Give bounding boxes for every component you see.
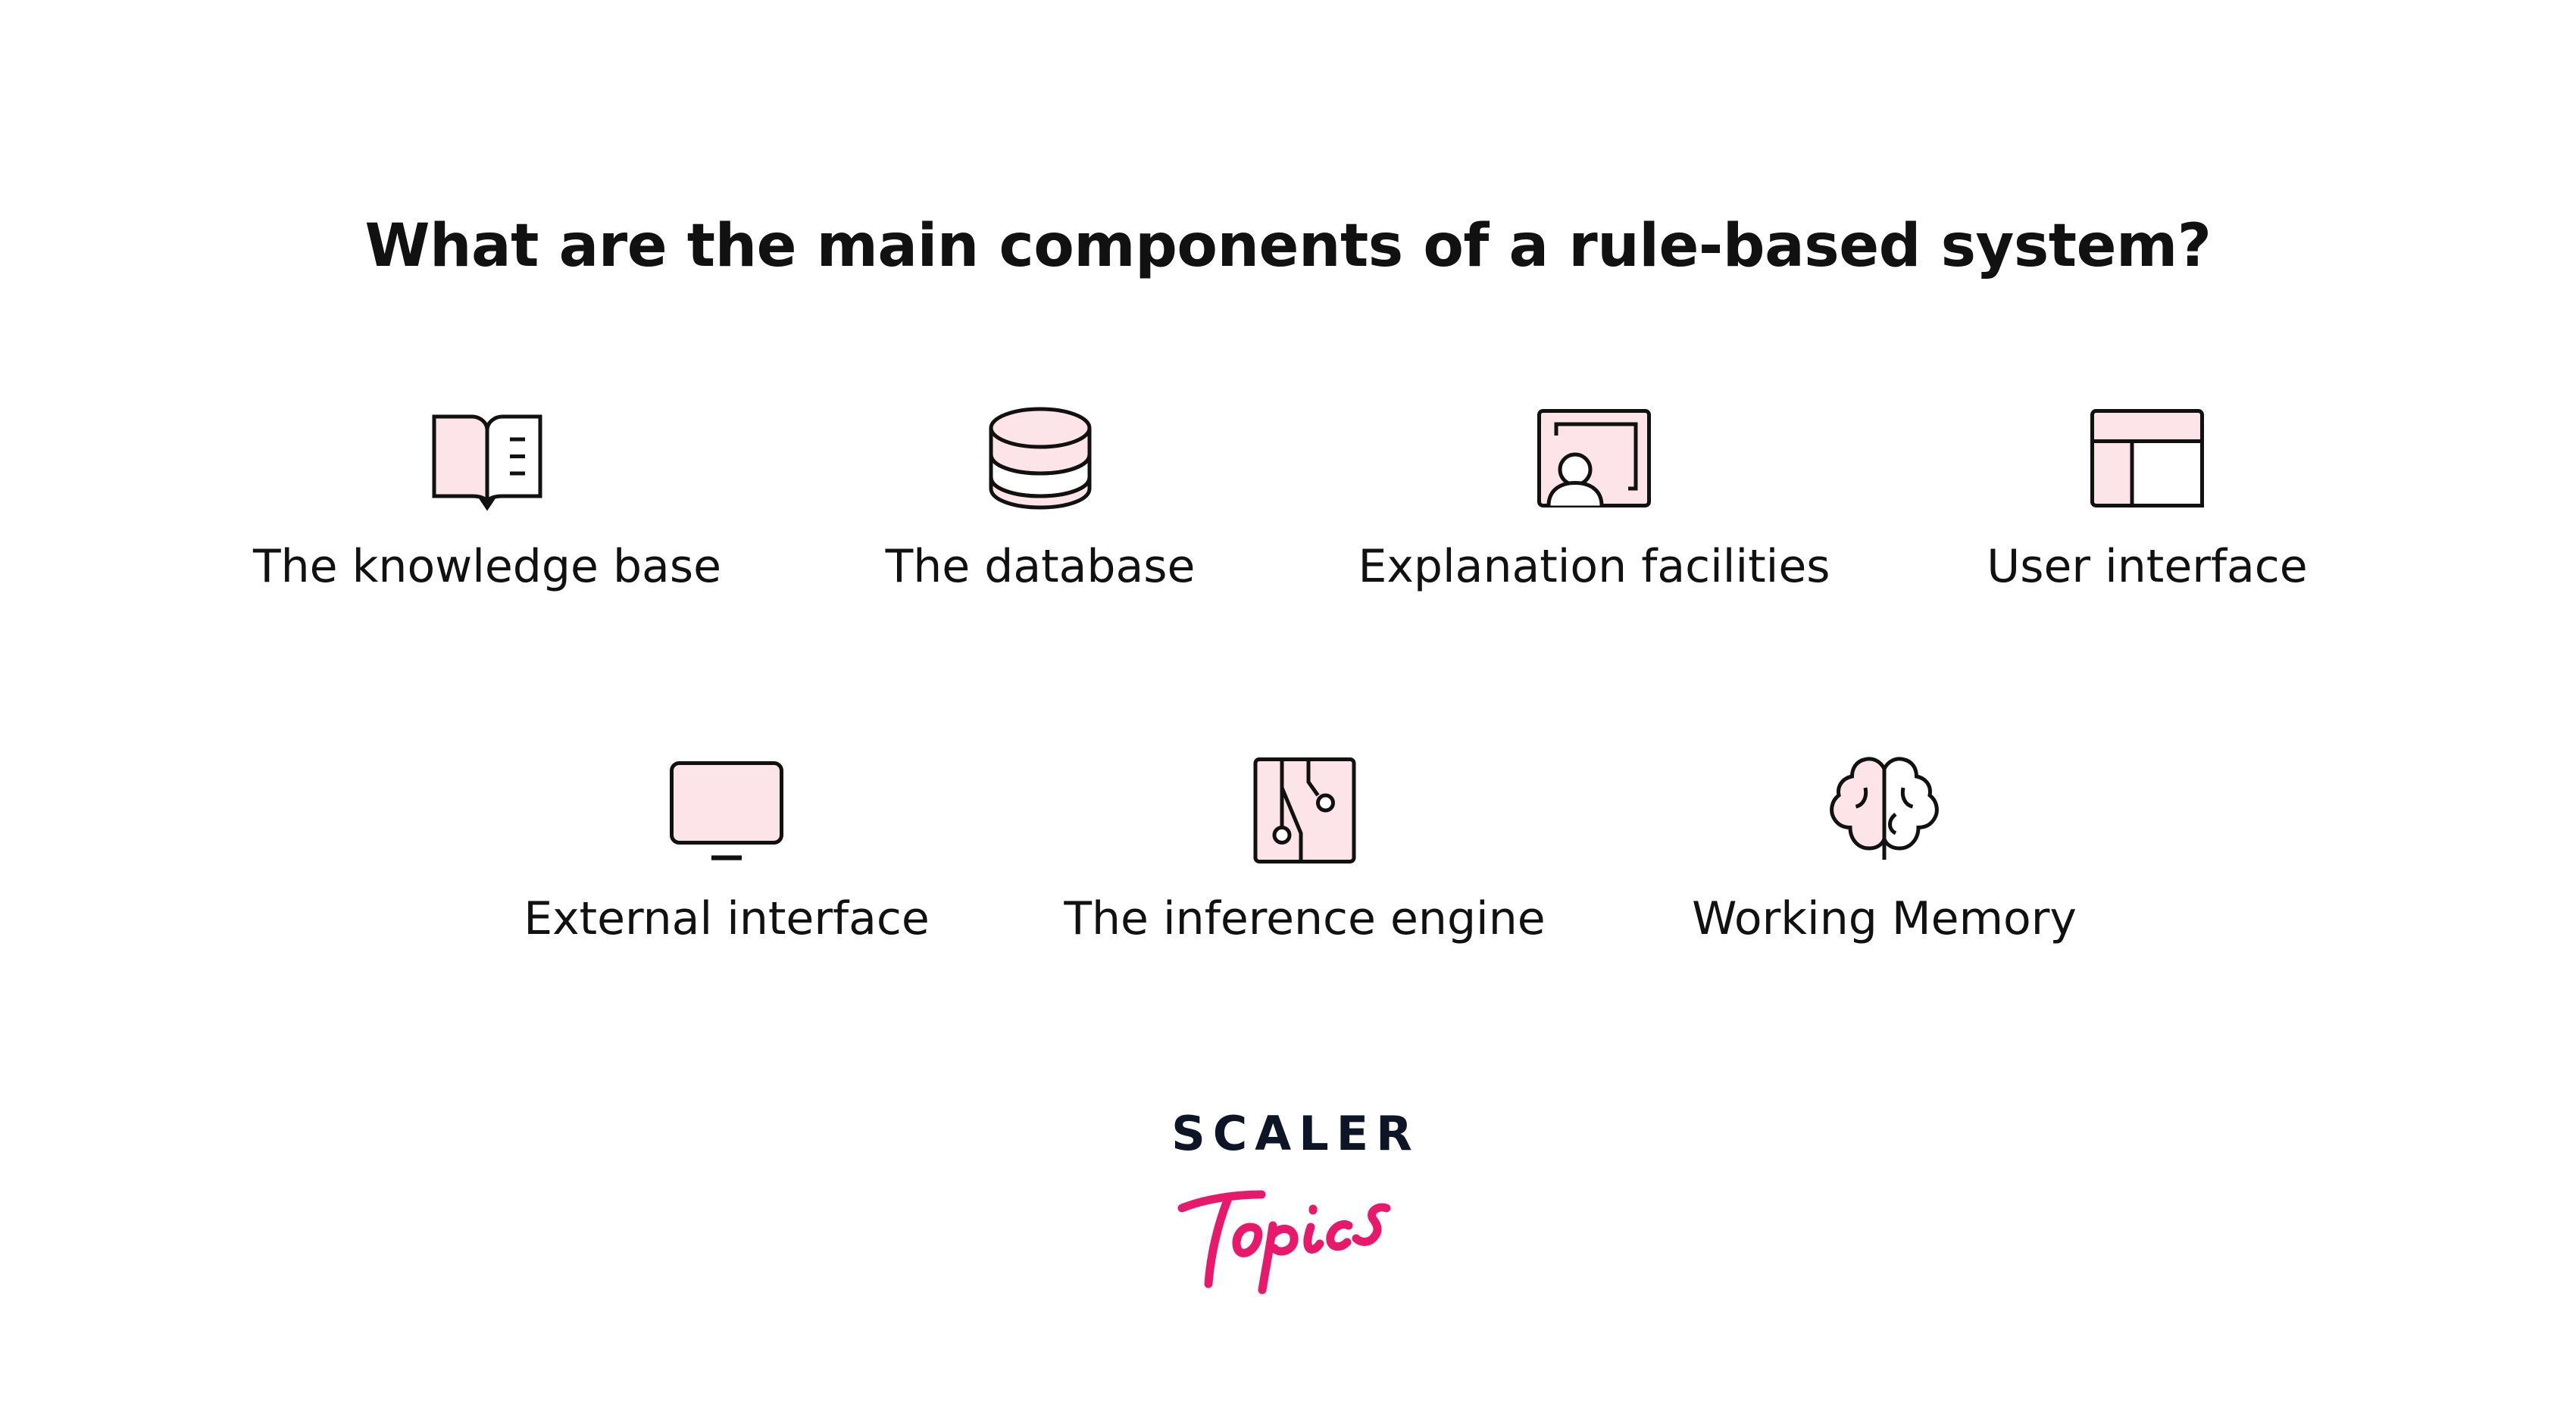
brain-icon bbox=[1830, 757, 1939, 871]
circuit-icon bbox=[1253, 757, 1356, 863]
component-label: The database bbox=[885, 540, 1196, 593]
logo-brand: SCALER bbox=[1171, 1106, 1420, 1161]
component-label: The inference engine bbox=[1064, 892, 1546, 945]
component-label: Working Memory bbox=[1692, 892, 2077, 945]
scaler-topics-logo: SCALER bbox=[1167, 1091, 1424, 1295]
book-icon bbox=[432, 414, 542, 511]
component-label: User interface bbox=[1987, 540, 2308, 593]
component-label: External interface bbox=[524, 892, 930, 945]
presentation-icon bbox=[1537, 409, 1651, 507]
database-icon bbox=[989, 407, 1092, 510]
component-knowledge-base: The knowledge base bbox=[222, 398, 752, 593]
component-external-interface: External interface bbox=[461, 750, 992, 945]
monitor-icon bbox=[670, 761, 783, 860]
component-label: The knowledge base bbox=[253, 540, 721, 593]
layout-icon bbox=[2090, 409, 2204, 507]
component-user-interface: User interface bbox=[1882, 398, 2412, 593]
component-inference-engine: The inference engine bbox=[1039, 750, 1570, 945]
component-explanation-facilities: Explanation facilities bbox=[1329, 398, 1859, 593]
component-working-memory: Working Memory bbox=[1619, 750, 2149, 945]
page-title: What are the main components of a rule-b… bbox=[364, 212, 2212, 280]
component-database: The database bbox=[775, 398, 1305, 593]
logo-topics-script bbox=[1177, 1190, 1391, 1294]
component-label: Explanation facilities bbox=[1358, 540, 1830, 593]
